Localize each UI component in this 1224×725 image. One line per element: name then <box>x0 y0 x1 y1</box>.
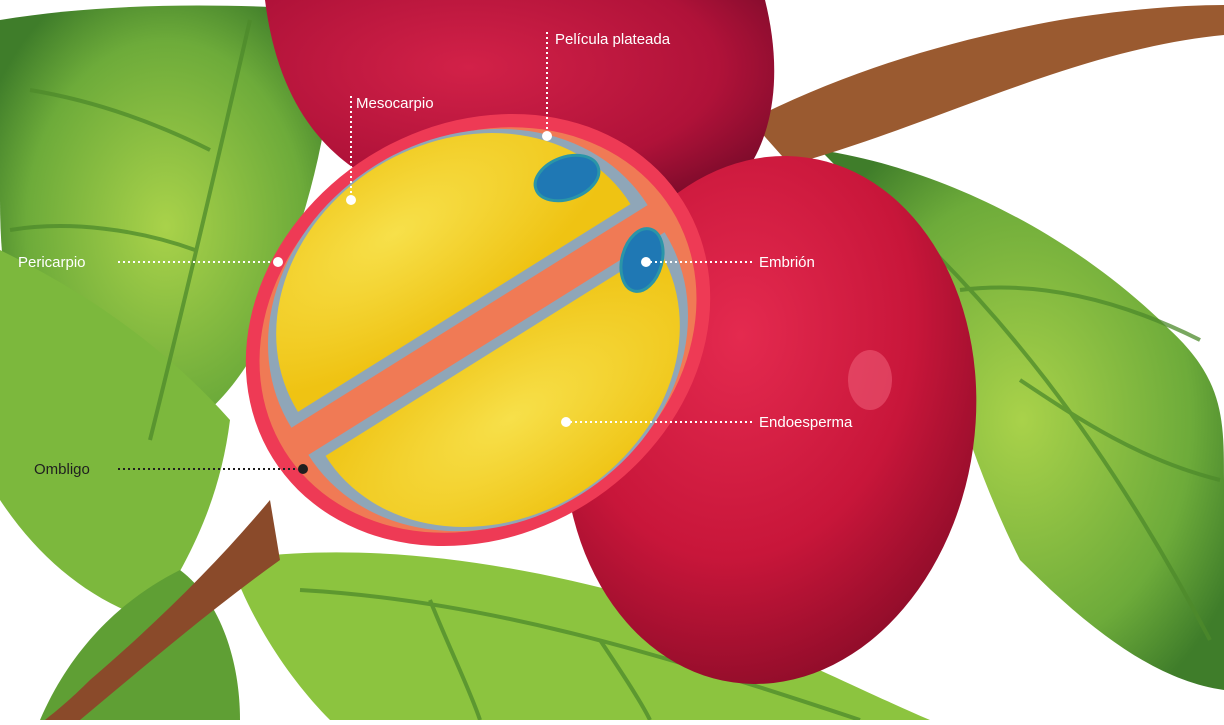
label-pericarpio: Pericarpio <box>18 254 86 271</box>
label-endoesperma: Endoesperma <box>759 414 853 431</box>
label-embrion: Embrión <box>759 254 815 271</box>
label-ombligo: Ombligo <box>34 461 90 478</box>
label-mesocarpio: Mesocarpio <box>356 95 434 112</box>
label-pelicula: Película plateada <box>555 31 671 48</box>
